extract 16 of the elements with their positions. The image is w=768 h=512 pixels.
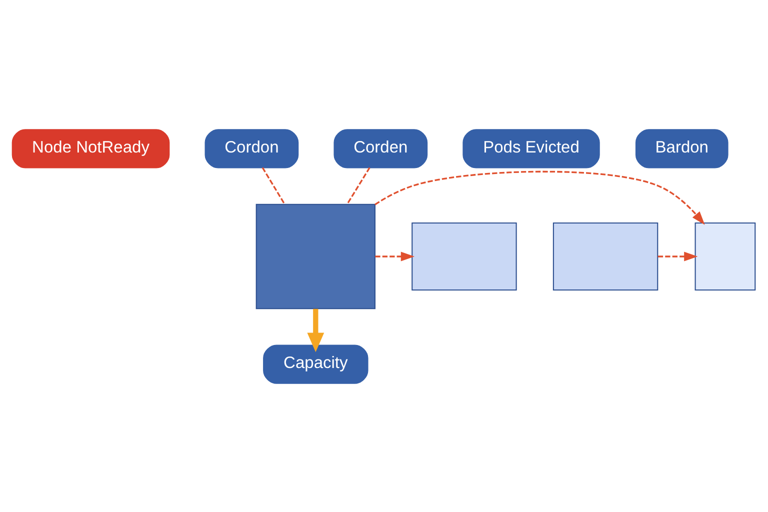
node-box: [552, 222, 658, 290]
node-box: Cordon: [204, 128, 299, 168]
arrow: [307, 308, 324, 352]
node-box: Corden: [334, 128, 428, 168]
node-box: Capacity: [263, 344, 368, 384]
node-box: [412, 222, 517, 290]
arrow: [374, 170, 705, 224]
node-box: Pods Evicted: [462, 128, 600, 168]
node-box: Node NotReady: [12, 128, 170, 168]
connector: [346, 166, 370, 204]
connector: [262, 166, 286, 204]
node-box: [694, 222, 756, 290]
arrow: [658, 251, 698, 261]
node-box: Bardon: [635, 128, 728, 168]
arrow: [375, 251, 415, 261]
node-box: [256, 203, 376, 309]
